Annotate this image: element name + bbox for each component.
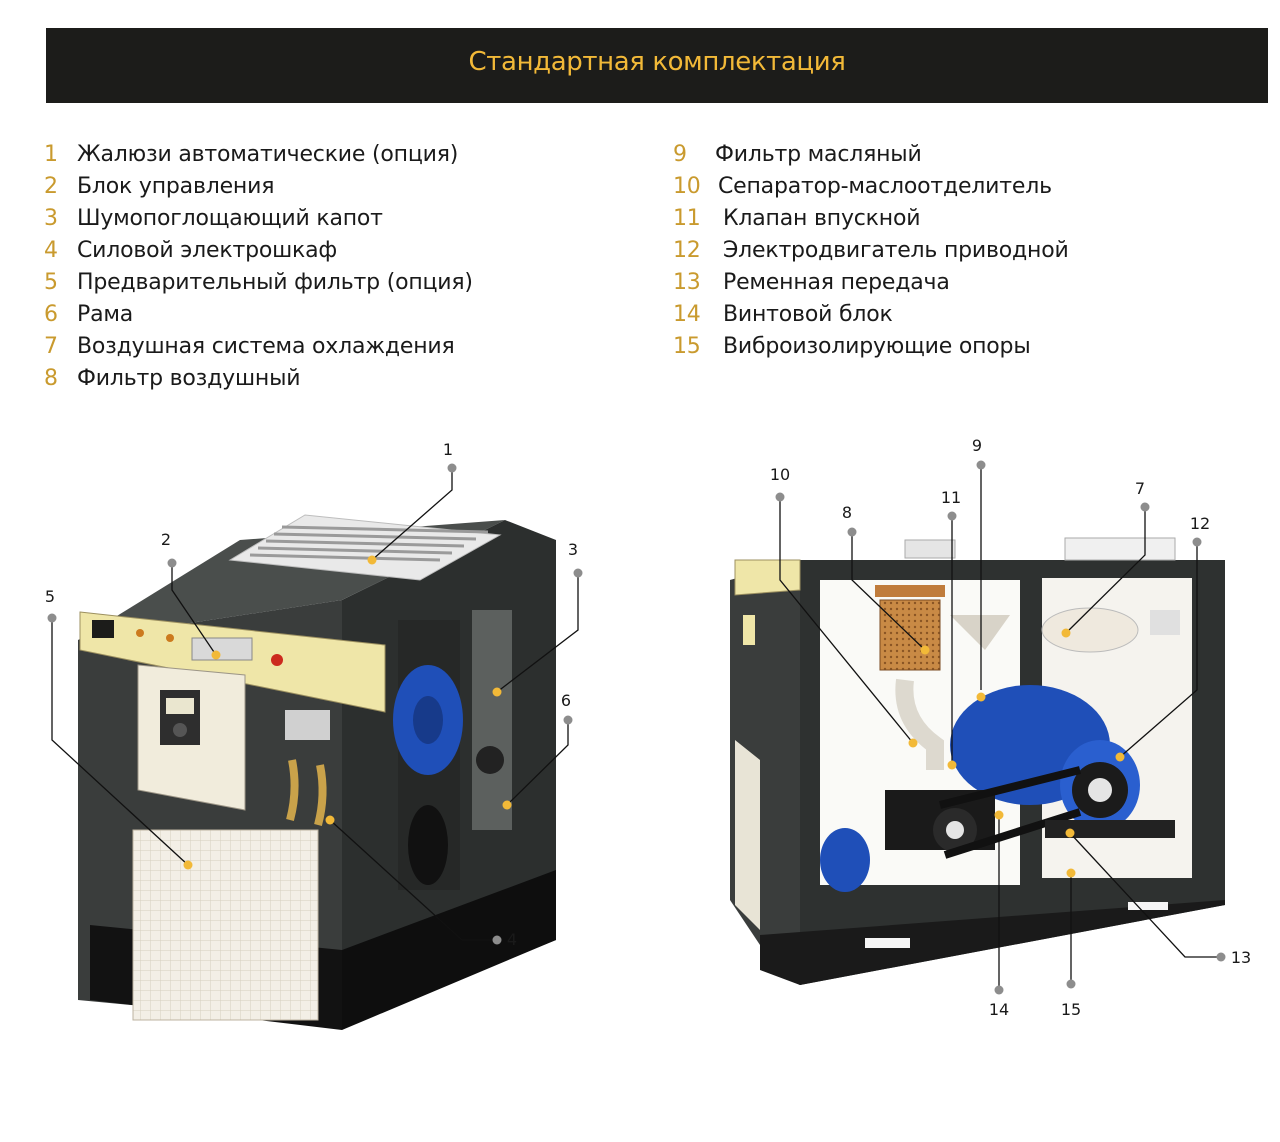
legend-label: Шумопоглощающий капот (77, 206, 383, 231)
callout-target-dot (976, 692, 986, 702)
callout-12: 12 (1190, 514, 1210, 533)
legend-number: 14 (673, 302, 701, 327)
legend-number: 7 (44, 334, 58, 359)
callout-anchor-dot (994, 985, 1004, 995)
callout-target-dot (1115, 752, 1125, 762)
banner-title: Стандартная комплектация (468, 47, 846, 77)
legend-label: Фильтр воздушный (77, 366, 301, 391)
callout-target-dot (211, 650, 221, 660)
legend-label: Сепаратор-маслоотделитель (718, 174, 1052, 199)
callout-anchor-dot (447, 463, 457, 473)
legend-label: Рама (77, 302, 134, 327)
legend-number: 2 (44, 174, 58, 199)
callout-target-dot (502, 800, 512, 810)
legend-number: 4 (44, 238, 58, 263)
legend-number: 12 (673, 238, 701, 263)
screw-block (885, 766, 1082, 859)
callout-target-dot (947, 760, 957, 770)
legend-number: 9 (673, 142, 687, 167)
legend-label: Воздушная система охлаждения (77, 334, 455, 359)
callout-target-dot (325, 815, 335, 825)
callout-anchor-dot (492, 935, 502, 945)
callout-target-dot (1065, 828, 1075, 838)
callout-target-dot (994, 810, 1004, 820)
callout-2: 2 (161, 530, 171, 549)
callout-anchor-dot (1140, 502, 1150, 512)
blue-motor-left (393, 610, 512, 890)
compressor-open-view (730, 537, 1225, 985)
legend-label: Ременная передача (723, 270, 950, 295)
callout-numbers: 1 2 3 4 5 6 7 8 9 10 11 12 13 14 15 (45, 436, 1251, 1019)
legend-label: Предварительный фильтр (опция) (77, 270, 473, 295)
callout-anchor-dot (1192, 537, 1202, 547)
callout-anchor-dot (976, 460, 986, 470)
legend-label: Силовой электрошкаф (77, 238, 338, 263)
compressor-closed-view (78, 514, 556, 1030)
callout-target-dot (920, 645, 930, 655)
callout-3: 3 (568, 540, 578, 559)
callout-target-dot (367, 555, 377, 565)
callout-15: 15 (1061, 1000, 1081, 1019)
callout-target-dot (1061, 628, 1071, 638)
prefilter-panel (132, 829, 319, 1021)
legend-label: Фильтр масляный (715, 142, 922, 167)
callout-4: 4 (507, 930, 517, 949)
callout-8: 8 (842, 503, 852, 522)
electrical-cabinet (137, 664, 330, 827)
callout-6: 6 (561, 691, 571, 710)
callout-markers (47, 460, 1226, 995)
legend-number: 10 (673, 174, 701, 199)
legend-number: 15 (673, 334, 701, 359)
louvre-vent (228, 514, 502, 581)
legend-label: Жалюзи автоматические (опция) (77, 142, 459, 167)
callout-anchor-dot (47, 613, 57, 623)
callout-1: 1 (443, 440, 453, 459)
callout-5: 5 (45, 587, 55, 606)
legend-number: 11 (673, 206, 701, 231)
callout-target-dot (1066, 868, 1076, 878)
legend-number: 1 (44, 142, 58, 167)
compressor-illustrations: 1 2 3 4 5 6 7 8 9 10 11 12 13 14 15 (45, 436, 1251, 1030)
legend-label: Виброизолирующие опоры (723, 334, 1031, 359)
legend-label: Блок управления (77, 174, 275, 199)
control-panel (79, 611, 386, 713)
callout-anchor-dot (947, 511, 957, 521)
callout-10: 10 (770, 465, 790, 484)
callout-11: 11 (941, 488, 961, 507)
legend-number: 13 (673, 270, 701, 295)
legend-label: Электродвигатель приводной (723, 238, 1069, 263)
callout-anchor-dot (167, 558, 177, 568)
callout-target-dot (908, 738, 918, 748)
callout-anchor-dot (775, 492, 785, 502)
legend-number: 5 (44, 270, 58, 295)
legend-number: 8 (44, 366, 58, 391)
legend-label: Винтовой блок (723, 302, 893, 327)
title-banner: Стандартная комплектация (46, 28, 1268, 103)
callout-anchor-dot (1066, 979, 1076, 989)
callout-target-dot (183, 860, 193, 870)
callout-anchor-dot (573, 568, 583, 578)
callout-13: 13 (1231, 948, 1251, 967)
callout-7: 7 (1135, 479, 1145, 498)
legend-number: 3 (44, 206, 58, 231)
callout-anchor-dot (1216, 952, 1226, 962)
callout-9: 9 (972, 436, 982, 455)
callout-anchor-dot (563, 715, 573, 725)
legend-number: 6 (44, 302, 58, 327)
callout-anchor-dot (847, 527, 857, 537)
callout-target-dot (492, 687, 502, 697)
leader-lines (51, 465, 1221, 990)
legend-label: Клапан впускной (723, 206, 921, 231)
callout-14: 14 (989, 1000, 1009, 1019)
